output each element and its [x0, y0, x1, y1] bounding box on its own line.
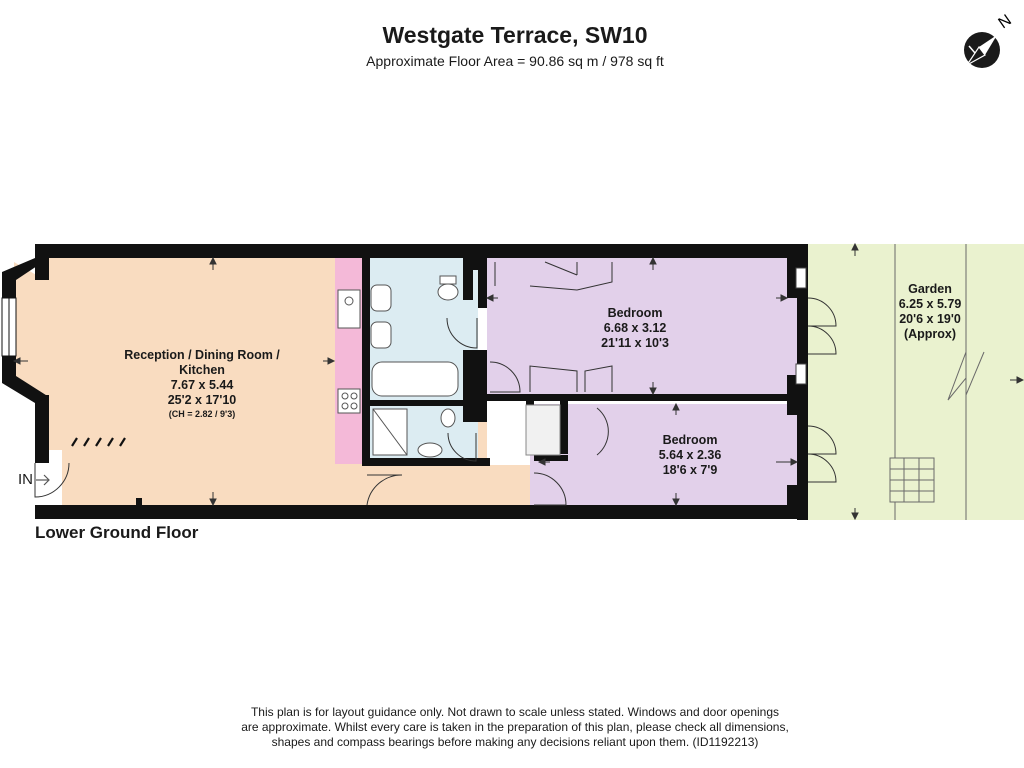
- floor-area: Approximate Floor Area = 90.86 sq m / 97…: [366, 53, 664, 69]
- bedroom-2-metric: 5.64 x 2.36: [658, 448, 722, 462]
- kitchen-units: [335, 258, 365, 464]
- entrance-label: IN: [18, 471, 33, 488]
- bedroom-1: [487, 258, 808, 400]
- bathroom-fittings: [370, 275, 459, 458]
- entrance-arrow-icon: [36, 474, 50, 486]
- disclaimer-line-3: shapes and compass bearings before makin…: [271, 735, 759, 749]
- bedroom-1-label: Bedroom 6.68 x 3.12 21'11 x 10'3: [575, 306, 695, 351]
- disclaimer: This plan is for layout guidance only. N…: [0, 705, 1024, 750]
- kitchen-fittings: [337, 289, 361, 414]
- compass-north-letter: N: [996, 12, 1015, 33]
- garden-imperial: 20'6 x 19'0: [899, 312, 961, 326]
- garden-note: (Approx): [903, 327, 957, 341]
- floor-label: Lower Ground Floor: [35, 523, 199, 542]
- reception-imperial: 25'2 x 17'10: [167, 393, 237, 407]
- reception-name: Reception / Dining Room /: [124, 348, 280, 362]
- stair-marks: [71, 437, 126, 447]
- disclaimer-line-2: are approximate. Whilst every care is ta…: [241, 720, 789, 734]
- garden-metric: 6.25 x 5.79: [898, 297, 962, 311]
- garden-steps: [889, 457, 935, 503]
- bedroom-1-name: Bedroom: [607, 306, 663, 320]
- bedroom-1-imperial: 21'11 x 10'3: [601, 336, 669, 350]
- dimension-arrows: [12, 242, 1024, 521]
- reception-label: Reception / Dining Room / Kitchen 7.67 x…: [112, 348, 292, 421]
- plan-title: Westgate Terrace, SW10: [382, 22, 648, 48]
- compass-icon: N: [964, 12, 1015, 68]
- reception-name-2: Kitchen: [179, 363, 225, 377]
- disclaimer-line-1: This plan is for layout guidance only. N…: [250, 705, 780, 719]
- reception-metric: 7.67 x 5.44: [170, 378, 234, 392]
- garden-name: Garden: [908, 282, 952, 296]
- bedroom-2-label: Bedroom 5.64 x 2.36 18'6 x 7'9: [630, 433, 750, 478]
- bedroom-2: [530, 404, 808, 505]
- doors: [34, 261, 837, 506]
- garden-label: Garden 6.25 x 5.79 20'6 x 19'0 (Approx): [880, 282, 980, 342]
- bedroom-2-name: Bedroom: [662, 433, 718, 447]
- bedroom-1-metric: 6.68 x 3.12: [603, 321, 667, 335]
- reception-ceiling-height: (CH = 2.82 / 9'3): [168, 409, 236, 419]
- bedroom-2-imperial: 18'6 x 7'9: [662, 463, 718, 477]
